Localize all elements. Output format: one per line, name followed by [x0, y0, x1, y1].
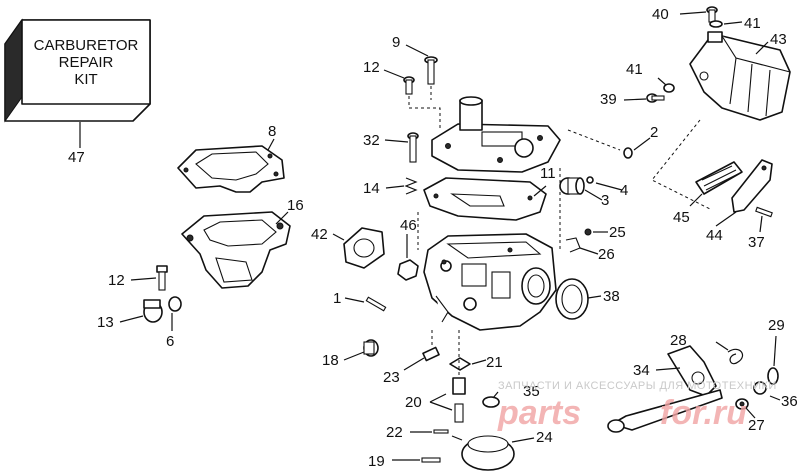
callout-34: 34 — [633, 362, 650, 379]
callout-27: 27 — [748, 417, 765, 434]
callout-20: 20 — [405, 394, 422, 411]
screw-39 — [646, 93, 665, 103]
screw-19 — [421, 457, 441, 463]
jet-23 — [422, 346, 440, 362]
carburetor-body — [423, 233, 557, 331]
kit-label-line3: KIT — [74, 71, 97, 88]
callout-1: 1 — [333, 290, 341, 307]
throttle-lever-34 — [667, 345, 717, 397]
kit-label-line1: CARBURETOR — [34, 37, 139, 54]
callout-9: 9 — [392, 34, 400, 51]
callout-18: 18 — [322, 352, 339, 369]
callout-43: 43 — [770, 31, 787, 48]
callout-38: 38 — [603, 288, 620, 305]
callout-42: 42 — [311, 226, 328, 243]
nut-46 — [397, 259, 419, 281]
drain-plug-13 — [143, 299, 163, 323]
callout-45: 45 — [673, 209, 690, 226]
watermark-tagline: ЗАПЧАСТИ И АКСЕССУАРЫ ДЛЯ МОТОТЕХНИКИ — [498, 380, 777, 392]
screw-12-left — [156, 265, 168, 291]
plate-44 — [731, 159, 773, 213]
callout-4: 4 — [620, 182, 628, 199]
watermark-brand-right: for.ru — [660, 394, 747, 432]
cover-assembly — [431, 96, 561, 173]
o-ring-6 — [168, 296, 182, 312]
screw-37 — [755, 206, 773, 218]
callout-14: 14 — [363, 180, 380, 197]
callout-24: 24 — [536, 429, 553, 446]
callout-22: 22 — [386, 424, 403, 441]
plug-18 — [363, 339, 379, 357]
diaphragm-11 — [423, 177, 547, 221]
washer-41-mid — [663, 83, 675, 93]
watermark: ЗАПЧАСТИ И АКСЕССУАРЫ ДЛЯ МОТОТЕХНИКИ pa… — [497, 380, 777, 432]
ring-4 — [586, 176, 594, 184]
pin-22 — [433, 429, 449, 434]
callout-13: 13 — [97, 314, 114, 331]
gasket-42 — [343, 227, 385, 269]
callout-40: 40 — [652, 6, 669, 23]
spring-28 — [727, 348, 743, 365]
callout-19: 19 — [368, 453, 385, 470]
repair-kit-box: CARBURETOR REPAIR KIT — [4, 18, 151, 123]
callout-36: 36 — [781, 393, 798, 410]
screw-40 — [706, 6, 718, 23]
callout-6: 6 — [166, 333, 174, 350]
spring-14 — [404, 177, 418, 195]
callout-21: 21 — [486, 354, 503, 371]
callout-26: 26 — [598, 246, 615, 263]
callout-3: 3 — [601, 192, 609, 209]
screen-45 — [695, 161, 743, 195]
washer-41-top — [709, 20, 723, 28]
callout-12-left: 12 — [108, 272, 125, 289]
part-35 — [482, 396, 500, 408]
callout-35: 35 — [523, 383, 540, 400]
gasket-8 — [177, 145, 285, 193]
ball-25 — [584, 228, 592, 236]
callout-32: 32 — [363, 132, 380, 149]
throttle-shaft — [607, 389, 723, 433]
callout-12-top: 12 — [363, 59, 380, 76]
spring-36 — [753, 381, 767, 395]
gasket-38 — [555, 278, 589, 320]
screw-27 — [735, 398, 749, 410]
callout-23: 23 — [383, 369, 400, 386]
callout-41-mid: 41 — [626, 61, 643, 78]
clip-26 — [565, 237, 581, 253]
callout-29: 29 — [768, 317, 785, 334]
bushing-3 — [559, 177, 585, 195]
jet-holder-20 — [452, 377, 466, 423]
callout-25: 25 — [609, 224, 626, 241]
washer-29 — [767, 367, 779, 385]
callout-39: 39 — [600, 91, 617, 108]
callout-47: 47 — [68, 149, 85, 166]
callout-28: 28 — [670, 332, 687, 349]
watermark-brand-left: parts — [497, 394, 581, 432]
callout-16: 16 — [287, 197, 304, 214]
washer-21 — [449, 357, 471, 371]
pin-1 — [365, 296, 387, 312]
screw-9 — [424, 56, 438, 85]
callout-11: 11 — [540, 165, 556, 182]
screw-12-top — [403, 76, 415, 95]
float-24 — [451, 435, 515, 471]
callout-8: 8 — [268, 123, 276, 140]
callout-44: 44 — [706, 227, 723, 244]
callout-46: 46 — [400, 217, 417, 234]
kit-label-line2: REPAIR — [59, 54, 114, 71]
callout-2: 2 — [650, 124, 658, 141]
callout-37: 37 — [748, 234, 765, 251]
float-bowl-16 — [181, 211, 291, 289]
callout-41-top: 41 — [744, 15, 761, 32]
part-2 — [623, 147, 633, 159]
screw-32 — [407, 132, 419, 163]
